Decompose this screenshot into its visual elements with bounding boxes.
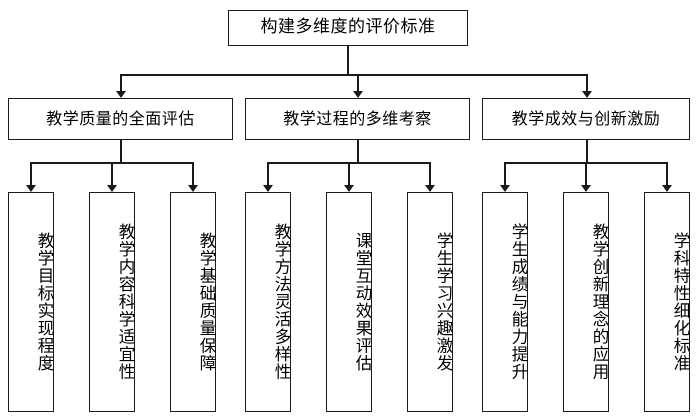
connector-drop-leaf-1-2 [111,162,113,185]
connector-drop-leaf-2-3 [429,162,431,185]
leaf-node-3-3: 学科特性细化标准 [644,192,690,412]
connector-branch-3-trunk [586,140,588,162]
connector-drop-leaf-3-2 [585,162,587,185]
leaf-node-1-3: 教学基础质量保障 [170,192,216,412]
leaf-node-1-1: 教学目标实现程度 [8,192,54,412]
arrowhead-leaf-2-2 [344,185,354,192]
leaf-node-1-2: 教学内容科学适宜性 [89,192,135,412]
arrowhead-leaf-1-1 [26,185,36,192]
leaf-node-2-1: 教学方法灵活多样性 [245,192,291,412]
connector-drop-branch-3 [586,74,588,91]
arrowhead-branch-1 [116,91,126,98]
branch-node-3: 教学成效与创新激励 [482,98,690,140]
connector-drop-leaf-2-1 [267,162,269,185]
connector-root-bus [120,74,587,76]
connector-branch-2-trunk [357,140,359,162]
connector-drop-leaf-1-1 [30,162,32,185]
arrowhead-leaf-3-3 [662,185,672,192]
arrowhead-leaf-3-2 [581,185,591,192]
connector-drop-leaf-2-2 [348,162,350,185]
arrowhead-leaf-1-3 [188,185,198,192]
leaf-node-2-2: 课堂互动效果评估 [326,192,372,412]
arrowhead-leaf-2-1 [263,185,273,192]
arrowhead-leaf-3-1 [500,185,510,192]
leaf-node-2-3: 学生学习兴趣激发 [407,192,453,412]
leaf-node-3-2: 教学创新理念的应用 [563,192,609,412]
root-node: 构建多维度的评价标准 [228,10,468,46]
arrowhead-leaf-2-3 [425,185,435,192]
arrowhead-branch-2 [353,91,363,98]
connector-drop-branch-2 [357,74,359,91]
leaf-node-3-1: 学生成绩与能力提升 [482,192,528,412]
connector-drop-leaf-1-3 [192,162,194,185]
connector-branch-1-trunk [120,140,122,162]
branch-node-2: 教学过程的多维考察 [245,98,470,140]
connector-drop-branch-1 [120,74,122,91]
connector-drop-leaf-3-3 [666,162,668,185]
connector-drop-leaf-3-1 [504,162,506,185]
arrowhead-branch-3 [582,91,592,98]
arrowhead-leaf-1-2 [107,185,117,192]
branch-node-1: 教学质量的全面评估 [8,98,233,140]
connector-root-trunk [347,46,349,74]
